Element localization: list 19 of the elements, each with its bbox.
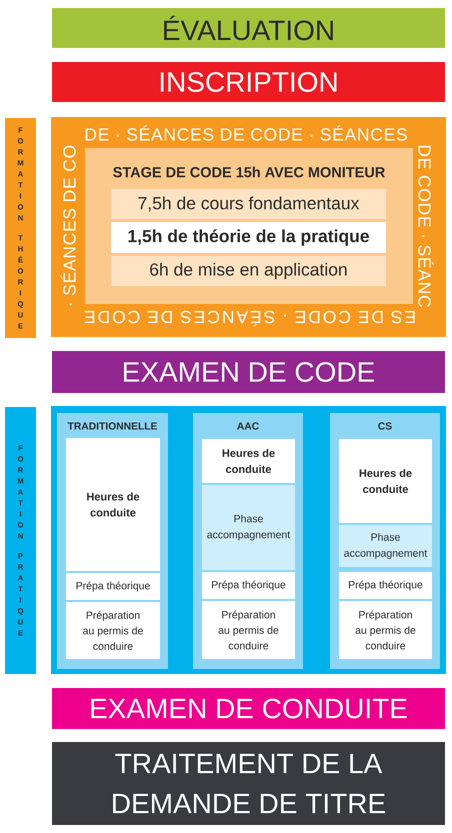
step-cell: Préparation au permis de conduire (66, 602, 160, 659)
step-cell: Prépa théorique (339, 572, 432, 599)
hours-row: 7,5h de cours fondamentaux (111, 189, 386, 219)
step-banner: ÉVALUATION (52, 8, 445, 48)
step-cell: Heures de conduite (339, 439, 432, 523)
step-cell: Heures de conduite (66, 438, 160, 571)
hours-row: 6h de mise en application (111, 256, 386, 286)
hours-row: 1,5h de théorie de la pratique (111, 222, 386, 253)
step-cell: Préparation au permis de conduire (202, 601, 295, 659)
step-banner: EXAMEN DE CODE (52, 351, 445, 393)
step-cell: Prépa théorique (66, 573, 160, 600)
step-banner: INSCRIPTION (52, 62, 445, 102)
step-cell: Heures de conduite (202, 439, 295, 483)
step-cell: Phase accompagnement (339, 525, 432, 567)
step-banner: TRAITEMENT DE LA DEMANDE DE TITRE (52, 742, 445, 825)
step-cell: Prépa théorique (202, 572, 295, 599)
step-cell: Préparation au permis de conduire (339, 601, 432, 659)
step-banner: EXAMEN DE CONDUITE (52, 688, 445, 729)
step-cell: Phase accompagnement (202, 485, 295, 570)
